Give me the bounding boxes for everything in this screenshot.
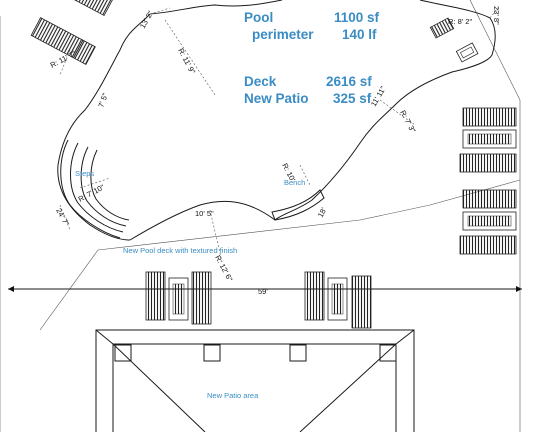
new-patio-value: 325 sf (333, 91, 372, 106)
deck-label: Deck (244, 74, 277, 89)
bench-label: Bench (284, 178, 305, 187)
feature-labels: Steps Bench New Pool deck with textured … (75, 169, 305, 400)
dim-r-8-2: R: 8' 2" (448, 17, 472, 26)
small-chair-top-right (429, 17, 479, 63)
dim-18: 18' (316, 206, 329, 219)
patio-chair-group-left (145, 271, 212, 325)
lounge-chairs-right (459, 107, 517, 255)
dim-23-8: 23' 8" (492, 6, 501, 25)
area-summary: Pool 1100 sf perimeter 140 lf Deck 2616 … (244, 10, 380, 106)
patio-area-label: New Patio area (207, 391, 259, 400)
bench (271, 189, 325, 221)
dim-13-2: 13' 2" (138, 9, 155, 30)
patio-chair-group-right (304, 271, 372, 329)
perimeter-label: perimeter (252, 27, 314, 42)
steps-label: Steps (75, 169, 94, 178)
pool-steps (60, 139, 130, 239)
lounge-chairs-top-left (30, 0, 114, 65)
pool-deck-note: New Pool deck with textured finish (123, 246, 237, 255)
dimension-labels: 13' 2" R: 11' 9" R: 11' 7" 7' 5" R: 8' 2… (49, 6, 501, 296)
patio-structure (95, 329, 415, 432)
dim-59: 59' (258, 287, 268, 296)
dim-r-11-9: R: 11' 9" (176, 47, 197, 76)
dim-10-5: 10' 5" (195, 209, 214, 218)
pool-value: 1100 sf (334, 10, 380, 25)
dim-r-12-6: R: 12' 6" (213, 254, 234, 283)
dim-24-7: 24' 7" (54, 207, 71, 228)
new-patio-label: New Patio (244, 91, 309, 106)
deck-boundary (0, 0, 521, 432)
deck-value: 2616 sf (326, 74, 372, 89)
pool-outline (57, 0, 496, 241)
pool-label: Pool (244, 10, 273, 25)
dim-r-7-3: R: 7' 3" (398, 109, 417, 135)
perimeter-value: 140 lf (342, 27, 377, 42)
dimension-lines (8, 7, 522, 292)
dim-7-5: 7' 5" (96, 92, 110, 109)
